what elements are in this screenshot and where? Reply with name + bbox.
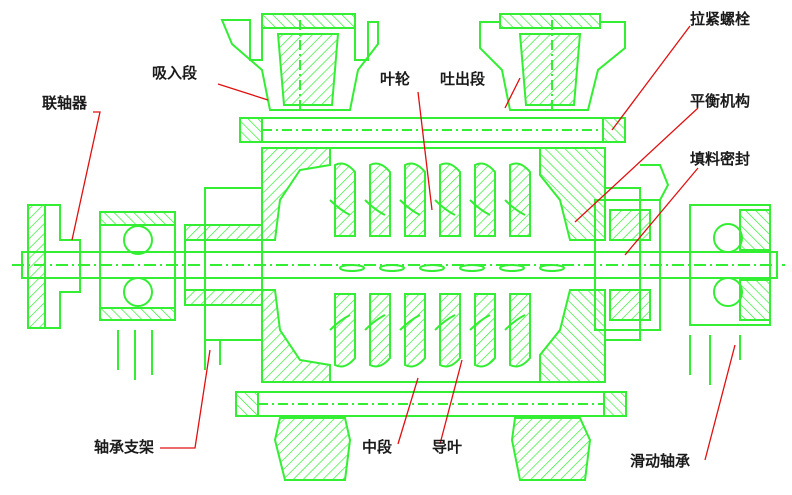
- leader-discharge: [504, 77, 521, 109]
- label-suction-section: 吸入段: [152, 64, 198, 82]
- label-balance-mechanism: 平衡机构: [690, 92, 751, 110]
- right-bearing: [689, 204, 771, 385]
- label-discharge-section: 吐出段: [440, 70, 486, 88]
- coupling: [27, 204, 81, 329]
- leader-suction: [217, 83, 269, 101]
- label-bearing-bracket: 轴承支架: [94, 438, 155, 456]
- label-sliding-bearing: 滑动轴承: [630, 452, 691, 470]
- left-bearing-bracket: [99, 211, 176, 380]
- leader-guide-vane: [439, 359, 463, 445]
- impeller-stages: [329, 162, 531, 368]
- label-impeller: 叶轮: [380, 70, 411, 88]
- leader-balance: [574, 107, 699, 223]
- leader-sliding-bearing: [704, 344, 736, 461]
- lower-tie-bolt: [235, 391, 627, 417]
- label-guide-vane: 导叶: [432, 438, 463, 456]
- leader-tie-bolt: [611, 25, 691, 131]
- upper-tie-bolt: [239, 117, 626, 143]
- pump-shaft: [12, 251, 785, 279]
- leader-impeller: [417, 91, 433, 211]
- leader-lines: [71, 25, 736, 461]
- label-middle-section: 中段: [362, 438, 393, 456]
- leader-packing: [624, 167, 699, 256]
- label-tie-bolt: 拉紧螺栓: [690, 10, 751, 28]
- balance-device: [594, 164, 670, 331]
- leader-bracket: [160, 349, 211, 449]
- label-packing-seal: 填料密封: [690, 150, 751, 168]
- suction-nozzle: [220, 13, 379, 111]
- pump-casing: [204, 147, 641, 383]
- leader-middle: [397, 377, 419, 445]
- discharge-nozzle: [479, 13, 626, 111]
- leader-coupling: [71, 111, 101, 241]
- label-coupling: 联轴器: [42, 94, 88, 112]
- pump-feet: [273, 417, 592, 481]
- left-seal: [184, 224, 263, 370]
